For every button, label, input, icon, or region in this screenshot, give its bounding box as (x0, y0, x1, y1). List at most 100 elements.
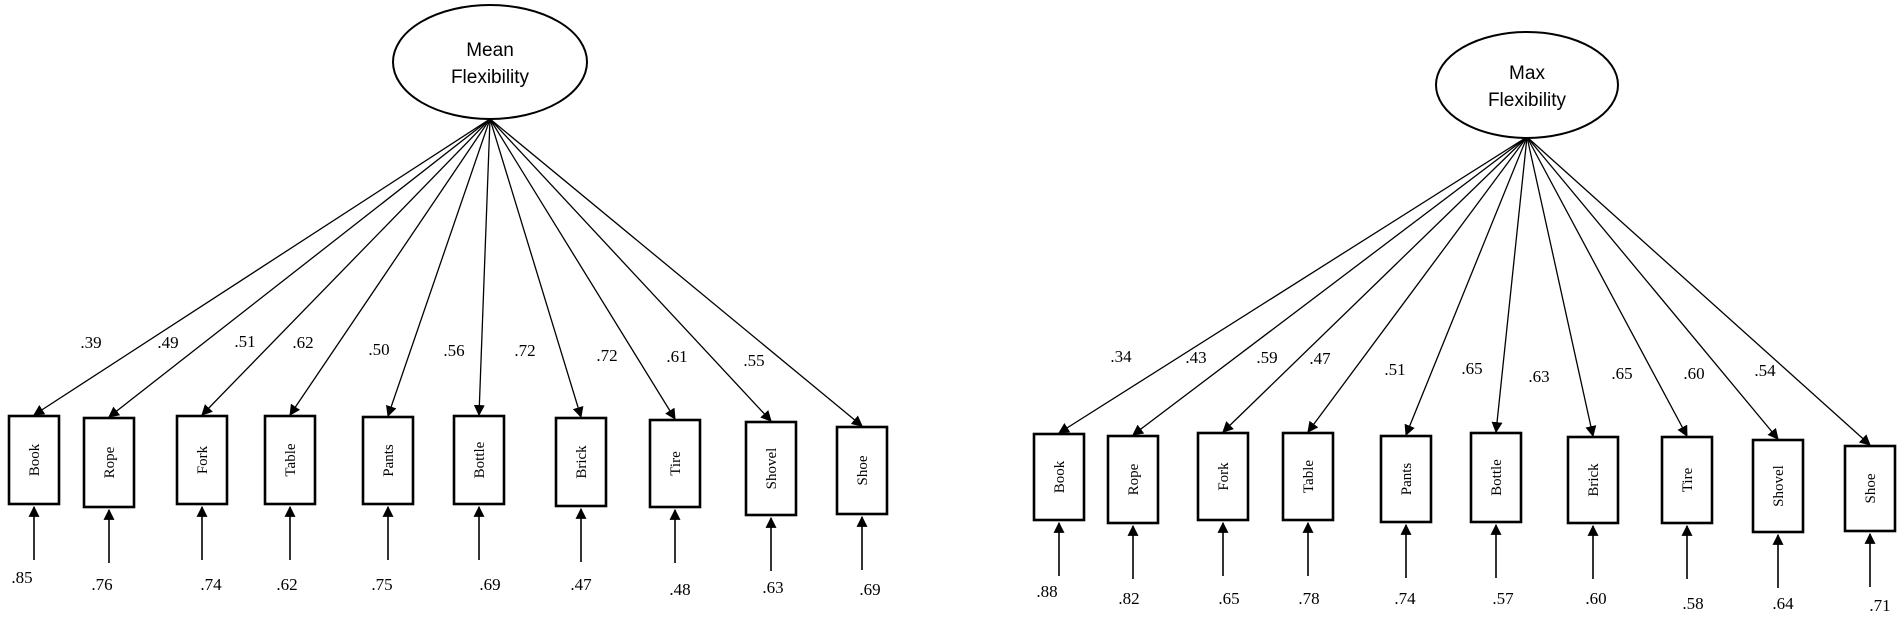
error-label-shoe: .69 (859, 580, 880, 599)
latent-label-line1: Max (1509, 63, 1545, 84)
loading-path-table (289, 118, 491, 416)
indicator-label-table: Table (1301, 460, 1317, 493)
error-label-shoe: .71 (1869, 596, 1890, 615)
indicator-box-brick (1566, 435, 1620, 525)
indicator-label-bottle: Bottle (1489, 459, 1505, 496)
latent-label-line1: Mean (466, 40, 514, 61)
error-label-bottle: .57 (1492, 589, 1514, 608)
loading-path-fork (201, 118, 491, 416)
loading-path-shovel (489, 118, 772, 422)
loading-path-book (33, 118, 491, 416)
error-label-fork: .65 (1218, 589, 1239, 608)
loading-path-bottle (1491, 136, 1528, 434)
indicator-box-rope (82, 416, 136, 509)
indicator-box-shovel (744, 420, 798, 517)
latent-label-line2: Flexibility (1488, 90, 1567, 111)
indicator-box-table (1281, 431, 1335, 522)
indicator-box-book (7, 414, 61, 506)
error-label-fork: .74 (200, 575, 222, 594)
loading-label-pants: .50 (368, 340, 389, 359)
indicator-box-pants (1379, 434, 1433, 524)
error-label-brick: .60 (1585, 589, 1606, 608)
indicator-label-tire: Tire (1680, 467, 1696, 492)
error-label-rope: .76 (91, 575, 112, 594)
error-label-shovel: .64 (1772, 594, 1794, 613)
loading-path-pants (1404, 136, 1528, 437)
mean-flexibility-model: MeanFlexibilityBook.39.85Rope.49.76Fork.… (7, 4, 889, 599)
loading-label-tire: .65 (1611, 364, 1632, 383)
error-label-pants: .75 (371, 575, 392, 594)
loading-path-rope (108, 118, 491, 418)
indicator-box-rope (1106, 434, 1160, 525)
indicator-label-fork: Fork (1216, 462, 1232, 491)
loading-path-table (1307, 136, 1528, 433)
loading-label-bottle: .56 (443, 341, 464, 360)
indicator-box-table (263, 414, 317, 506)
loading-label-book: .39 (80, 333, 101, 352)
indicator-label-book: Book (1052, 460, 1068, 493)
loading-label-rope: .43 (1185, 348, 1206, 367)
latent-factor-ellipse (392, 4, 588, 120)
indicator-box-bottle (452, 414, 506, 506)
loading-path-shoe (1526, 136, 1871, 446)
error-label-table: .78 (1298, 589, 1319, 608)
loading-label-shovel: .60 (1683, 364, 1704, 383)
loading-label-brick: .63 (1528, 367, 1549, 386)
indicator-box-fork (1196, 431, 1250, 522)
loading-path-tire (1526, 136, 1688, 437)
loading-label-shoe: .54 (1754, 361, 1776, 380)
loading-path-book (1058, 136, 1528, 434)
indicator-label-bottle: Bottle (472, 441, 488, 478)
loading-label-tire: .72 (596, 346, 617, 365)
indicator-label-brick: Brick (574, 445, 590, 479)
loading-label-table: .47 (1309, 349, 1331, 368)
indicator-box-book (1032, 432, 1086, 522)
indicator-label-pants: Pants (1399, 463, 1415, 496)
loading-path-fork (1222, 136, 1528, 433)
indicator-label-book: Book (27, 443, 43, 476)
indicator-box-bottle (1469, 431, 1523, 524)
error-label-brick: .47 (570, 575, 592, 594)
indicator-box-shoe (1843, 444, 1897, 533)
loading-path-shoe (489, 118, 863, 427)
loading-label-table: .62 (292, 333, 313, 352)
indicator-label-rope: Rope (1126, 463, 1142, 495)
error-label-pants: .74 (1394, 589, 1416, 608)
error-label-bottle: .69 (479, 575, 500, 594)
indicator-label-rope: Rope (102, 446, 118, 478)
latent-factor-ellipse (1435, 31, 1619, 139)
loading-label-fork: .51 (234, 332, 255, 351)
indicator-label-table: Table (283, 443, 299, 476)
indicator-box-tire (648, 418, 702, 509)
indicator-label-shovel: Shovel (1771, 465, 1787, 507)
indicator-box-brick (554, 416, 608, 508)
loading-label-bottle: .65 (1461, 359, 1482, 378)
error-label-book: .88 (1036, 582, 1057, 601)
indicator-box-shoe (835, 425, 889, 516)
loading-path-tire (489, 118, 676, 420)
loading-label-pants: .51 (1384, 360, 1405, 379)
latent-label-line2: Flexibility (451, 67, 530, 88)
loading-path-brick (1526, 136, 1597, 438)
loading-label-fork: .59 (1256, 348, 1277, 367)
loading-path-pants (386, 118, 491, 418)
loading-label-shovel: .61 (666, 347, 687, 366)
indicator-box-shovel (1751, 438, 1805, 534)
indicator-box-fork (175, 414, 229, 506)
error-label-table: .62 (276, 575, 297, 594)
indicator-label-fork: Fork (195, 445, 211, 474)
error-label-rope: .82 (1118, 589, 1139, 608)
loading-label-book: .34 (1110, 347, 1132, 366)
indicator-label-shovel: Shovel (764, 448, 780, 490)
error-label-tire: .58 (1682, 594, 1703, 613)
loading-path-brick (489, 118, 584, 419)
error-label-tire: .48 (669, 580, 690, 599)
indicator-label-tire: Tire (668, 451, 684, 476)
loading-path-shovel (1526, 136, 1779, 440)
loading-path-rope (1132, 136, 1528, 436)
loading-label-shoe: .55 (743, 351, 764, 370)
indicator-label-shoe: Shoe (855, 455, 871, 485)
loading-path-bottle (473, 118, 491, 417)
